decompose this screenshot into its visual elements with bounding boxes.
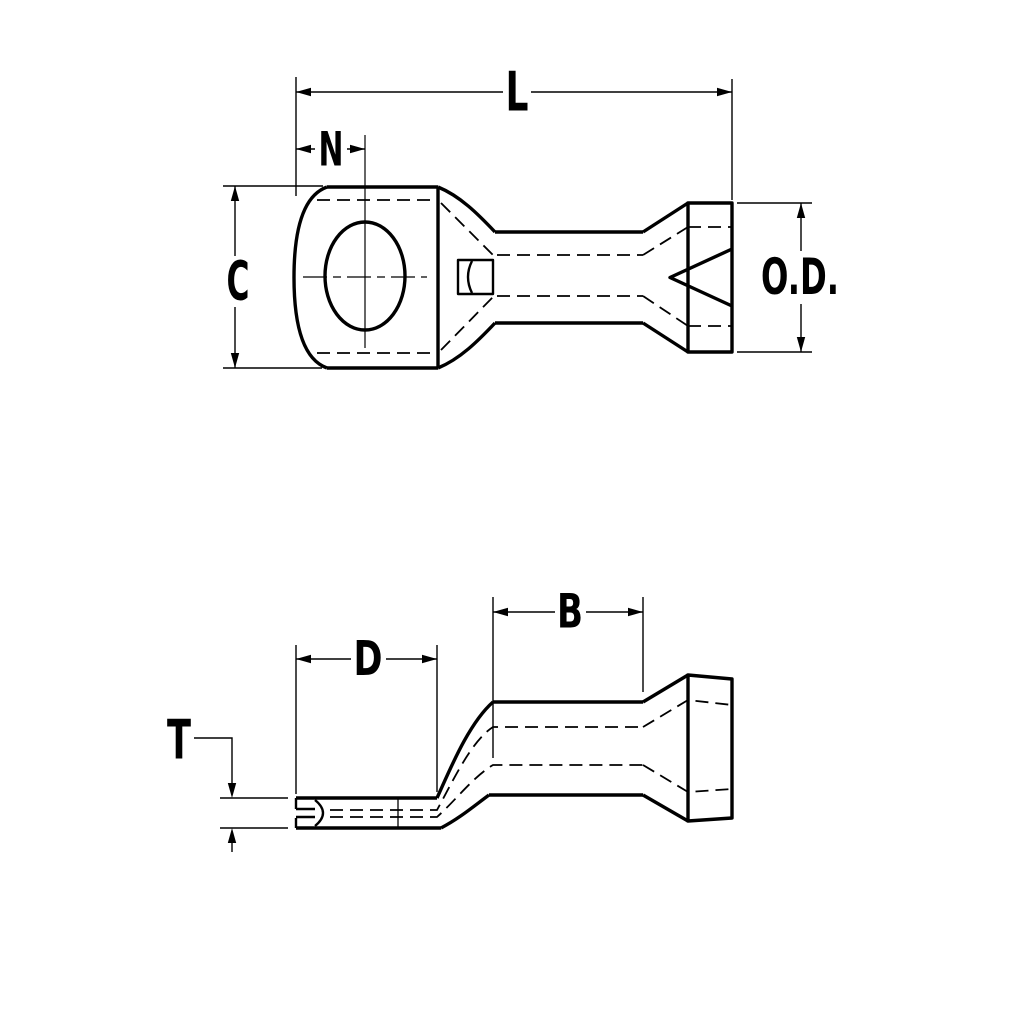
rise-bottom-curve bbox=[440, 793, 491, 830]
arrowhead bbox=[227, 783, 237, 798]
arrowhead bbox=[296, 654, 311, 664]
dimension-label-C: C bbox=[227, 250, 250, 313]
arrowhead bbox=[296, 144, 311, 154]
flare-bottom-edge bbox=[642, 321, 689, 354]
transition-top-curve bbox=[437, 185, 497, 234]
flare-top-edge bbox=[642, 201, 689, 234]
dimension-label-OD: O.D. bbox=[761, 248, 839, 306]
arrowhead bbox=[296, 87, 311, 97]
hidden-line bbox=[440, 202, 494, 256]
arrowhead bbox=[796, 203, 806, 218]
arrowhead bbox=[422, 654, 437, 664]
top-view: L N C O.D. bbox=[223, 61, 839, 370]
ring-hole bbox=[323, 220, 407, 332]
flare-top-edge bbox=[642, 673, 689, 704]
rise-top-curve bbox=[435, 700, 495, 799]
transition-bottom-curve bbox=[437, 321, 497, 370]
ring-left-arc bbox=[292, 185, 328, 370]
dimension-label-L: L bbox=[506, 61, 529, 124]
wire-stop-arc bbox=[466, 260, 474, 294]
arrowhead bbox=[230, 353, 240, 368]
side-view: D B T bbox=[167, 585, 734, 852]
side-view-outline bbox=[294, 673, 734, 830]
arrowhead bbox=[227, 828, 237, 843]
dimension-label-N: N bbox=[319, 123, 344, 178]
arrowhead bbox=[350, 144, 365, 154]
hidden-line bbox=[642, 295, 689, 327]
top-view-hidden-lines bbox=[317, 199, 732, 354]
arrowhead bbox=[230, 186, 240, 201]
top-view-outline bbox=[292, 185, 734, 370]
bell-rectangle bbox=[686, 201, 734, 354]
seam-arc bbox=[314, 799, 325, 827]
v-notch bbox=[668, 247, 733, 308]
hidden-line bbox=[330, 764, 643, 818]
arrowhead bbox=[717, 87, 732, 97]
dimension-OD: O.D. bbox=[737, 202, 839, 353]
dimension-N: N bbox=[296, 123, 365, 178]
arrowhead bbox=[493, 607, 508, 617]
hidden-line bbox=[642, 226, 689, 256]
seam-slot bbox=[296, 807, 315, 819]
flare-bottom-edge bbox=[642, 793, 689, 823]
hidden-line bbox=[440, 296, 494, 351]
bell-shape bbox=[686, 673, 734, 823]
dimension-C: C bbox=[223, 185, 323, 369]
arrowhead bbox=[796, 337, 806, 352]
dimension-D: D bbox=[295, 631, 438, 794]
wire-stop-rect bbox=[456, 258, 495, 296]
arrowhead bbox=[628, 607, 643, 617]
dimension-B: B bbox=[492, 585, 644, 758]
dimension-label-T: T bbox=[167, 709, 191, 772]
hidden-line bbox=[330, 726, 643, 811]
dimension-label-B: B bbox=[557, 585, 583, 640]
dimension-L: L bbox=[295, 61, 733, 200]
leader-line bbox=[194, 737, 233, 784]
dimension-label-D: D bbox=[354, 631, 383, 687]
dimension-T: T bbox=[167, 709, 288, 852]
